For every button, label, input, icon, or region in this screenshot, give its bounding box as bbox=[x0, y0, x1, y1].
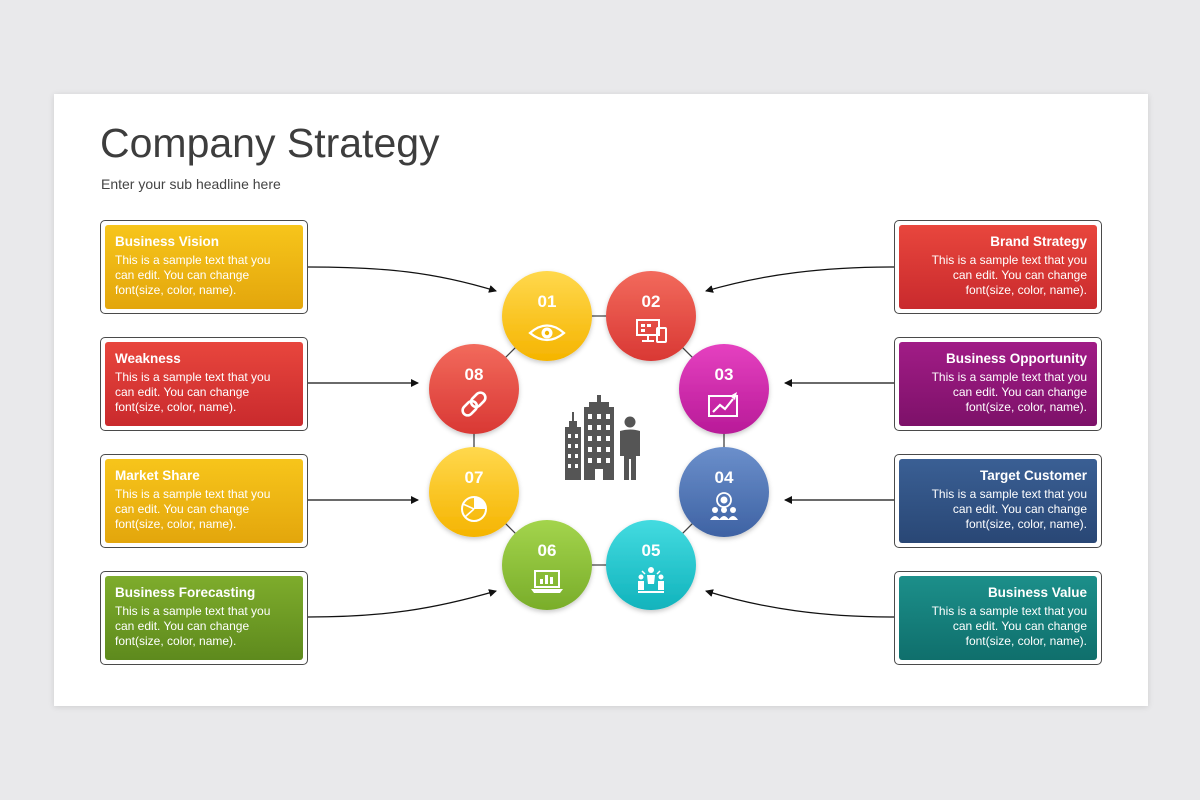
strategy-card-title: Business Forecasting bbox=[115, 585, 256, 600]
page-subtitle: Enter your sub headline here bbox=[101, 176, 281, 192]
circle-fill bbox=[679, 344, 769, 434]
circle-number: 07 bbox=[465, 468, 484, 487]
circle-number: 04 bbox=[715, 468, 734, 487]
circle-fill bbox=[502, 271, 592, 361]
strategy-card-title: Business Value bbox=[987, 585, 1087, 600]
circle-number: 08 bbox=[465, 365, 484, 384]
strategy-card-text: This is a sample text that you can edit.… bbox=[115, 370, 271, 414]
strategy-circle-08: 08 bbox=[429, 344, 519, 434]
arrow-02 bbox=[705, 266, 895, 293]
strategy-circle-04: 04 bbox=[679, 447, 769, 537]
circle-fill bbox=[606, 520, 696, 610]
strategy-card-text: This is a sample text that you can edit.… bbox=[931, 487, 1087, 531]
strategy-circle-01: 01 bbox=[502, 271, 592, 361]
strategy-circle-06: 06 bbox=[502, 520, 592, 610]
target-audience-icon bbox=[710, 492, 738, 520]
strategy-card-title: Brand Strategy bbox=[990, 234, 1087, 249]
strategy-card-text: This is a sample text that you can edit.… bbox=[115, 604, 271, 648]
strategy-card-title: Weakness bbox=[115, 351, 181, 366]
slide: Company Strategy Enter your sub headline… bbox=[54, 94, 1148, 706]
strategy-circle-03: 03 bbox=[679, 344, 769, 434]
circle-fill bbox=[679, 447, 769, 537]
circle-number: 03 bbox=[715, 365, 734, 384]
arrow-01 bbox=[307, 266, 497, 293]
circle-number: 06 bbox=[538, 541, 557, 560]
circle-fill bbox=[429, 447, 519, 537]
page-title: Company Strategy bbox=[100, 120, 440, 166]
strategy-card-text: This is a sample text that you can edit.… bbox=[931, 604, 1087, 648]
strategy-card-text: This is a sample text that you can edit.… bbox=[115, 487, 271, 531]
strategy-card-text: This is a sample text that you can edit.… bbox=[931, 253, 1087, 297]
buildings-businessman-icon bbox=[565, 395, 640, 480]
circle-number: 05 bbox=[642, 541, 661, 560]
circle-fill bbox=[606, 271, 696, 361]
arrow-06 bbox=[307, 589, 497, 618]
laptop-chart-icon bbox=[531, 570, 563, 593]
strategy-diagram: 01 02 03 04 05 06 07 08 bbox=[307, 266, 895, 618]
circle-fill bbox=[502, 520, 592, 610]
strategy-circle-02: 02 bbox=[606, 271, 696, 361]
strategy-card-title: Business Vision bbox=[115, 234, 220, 249]
strategy-card-text: This is a sample text that you can edit.… bbox=[931, 370, 1087, 414]
arrow-05 bbox=[705, 589, 895, 618]
chain-link-icon bbox=[461, 391, 487, 417]
pie-chart-icon bbox=[461, 496, 487, 522]
circle-fill bbox=[429, 344, 519, 434]
devices-icon bbox=[636, 319, 667, 343]
eye-icon bbox=[528, 324, 566, 342]
strategy-card-title: Target Customer bbox=[979, 468, 1087, 483]
strategy-circle-07: 07 bbox=[429, 447, 519, 537]
circle-number: 02 bbox=[642, 292, 661, 311]
strategy-card-text: This is a sample text that you can edit.… bbox=[115, 253, 271, 297]
growth-chart-icon bbox=[708, 392, 738, 417]
strategy-card-title: Business Opportunity bbox=[945, 351, 1087, 366]
strategy-circle-05: 05 bbox=[606, 520, 696, 610]
teamwork-icon bbox=[638, 567, 664, 593]
circle-number: 01 bbox=[538, 292, 557, 311]
strategy-card-title: Market Share bbox=[115, 468, 200, 483]
